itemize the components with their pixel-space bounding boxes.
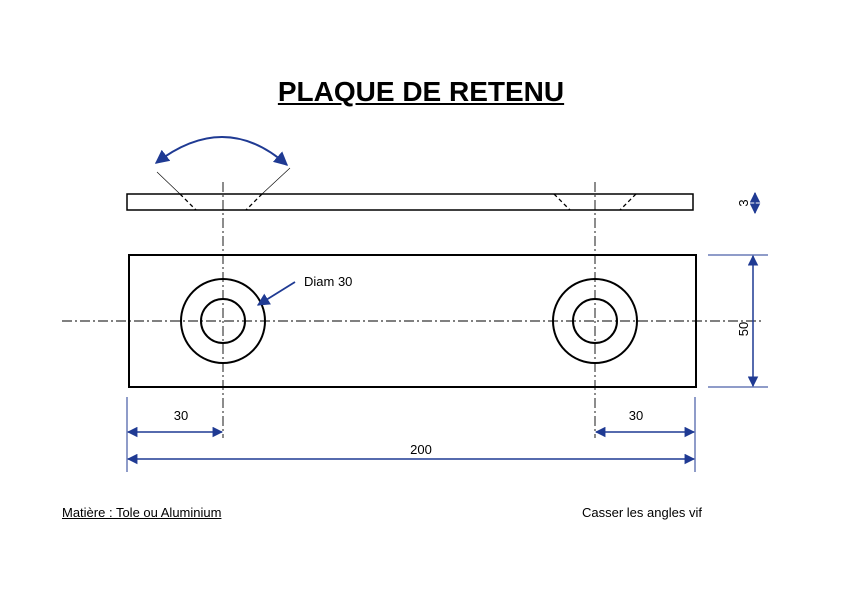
right-offset-label: 30 [629,408,643,423]
left-countersink-right-edge [245,193,263,211]
height-dimension: 50 [708,254,768,388]
thickness-label: 3 [736,199,751,206]
edge-remark-note: Casser les angles vif [582,505,702,520]
thickness-dimension: 3 [736,191,761,215]
side-view [126,136,694,211]
drawing-title: PLAQUE DE RETENU [277,76,565,107]
side-view-plate [126,193,694,211]
total-length-label: 200 [410,442,432,457]
countersink-extension-left [156,171,181,195]
left-offset-label: 30 [174,408,188,423]
diameter-leader: Diam 30 [256,274,352,306]
material-note: Matière : Tole ou Aluminium [62,505,222,520]
countersink-extension-right [261,167,291,195]
center-lines [62,182,764,438]
diameter-label: Diam 30 [304,274,352,289]
right-countersink-right-edge [619,193,637,211]
left-countersink-left-edge [179,193,197,211]
drawing-title-wrap: PLAQUE DE RETENU [0,76,842,108]
right-countersink-left-edge [553,193,571,211]
diameter-leader-arrow [256,281,296,306]
height-label: 50 [736,322,751,336]
horizontal-dimensions: 30 30 200 [126,397,696,472]
countersink-angle-arrow [154,136,289,166]
